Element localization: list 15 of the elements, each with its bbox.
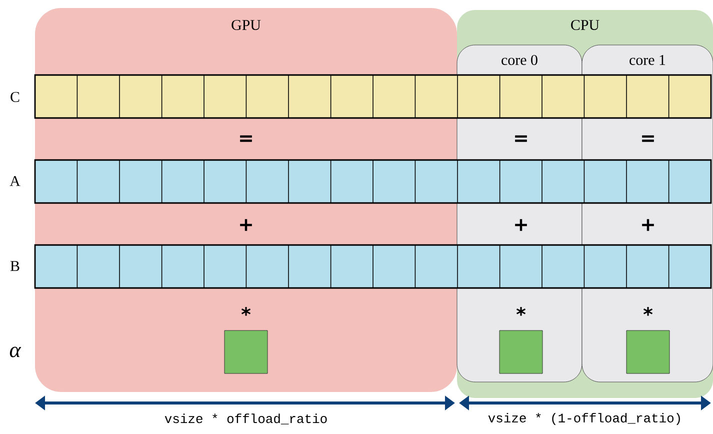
row-label: α bbox=[10, 346, 22, 358]
operator-symbol: = bbox=[240, 135, 252, 142]
operator-symbol: + bbox=[515, 219, 527, 231]
operator-symbol: + bbox=[642, 219, 654, 231]
scalar-box bbox=[224, 330, 268, 374]
operator-symbol: = bbox=[642, 135, 654, 142]
row-label: B bbox=[10, 261, 20, 271]
row-label: A bbox=[10, 176, 20, 186]
dimension-label: vsize * (1-offload_ratio) bbox=[488, 412, 680, 426]
row-label: C bbox=[10, 92, 20, 102]
dimension-label: vsize * offload_ratio bbox=[164, 414, 327, 424]
scalar-box bbox=[626, 330, 670, 374]
operator-symbol: + bbox=[240, 219, 252, 231]
operator-symbol: = bbox=[515, 135, 527, 142]
scalar-box bbox=[499, 330, 543, 374]
